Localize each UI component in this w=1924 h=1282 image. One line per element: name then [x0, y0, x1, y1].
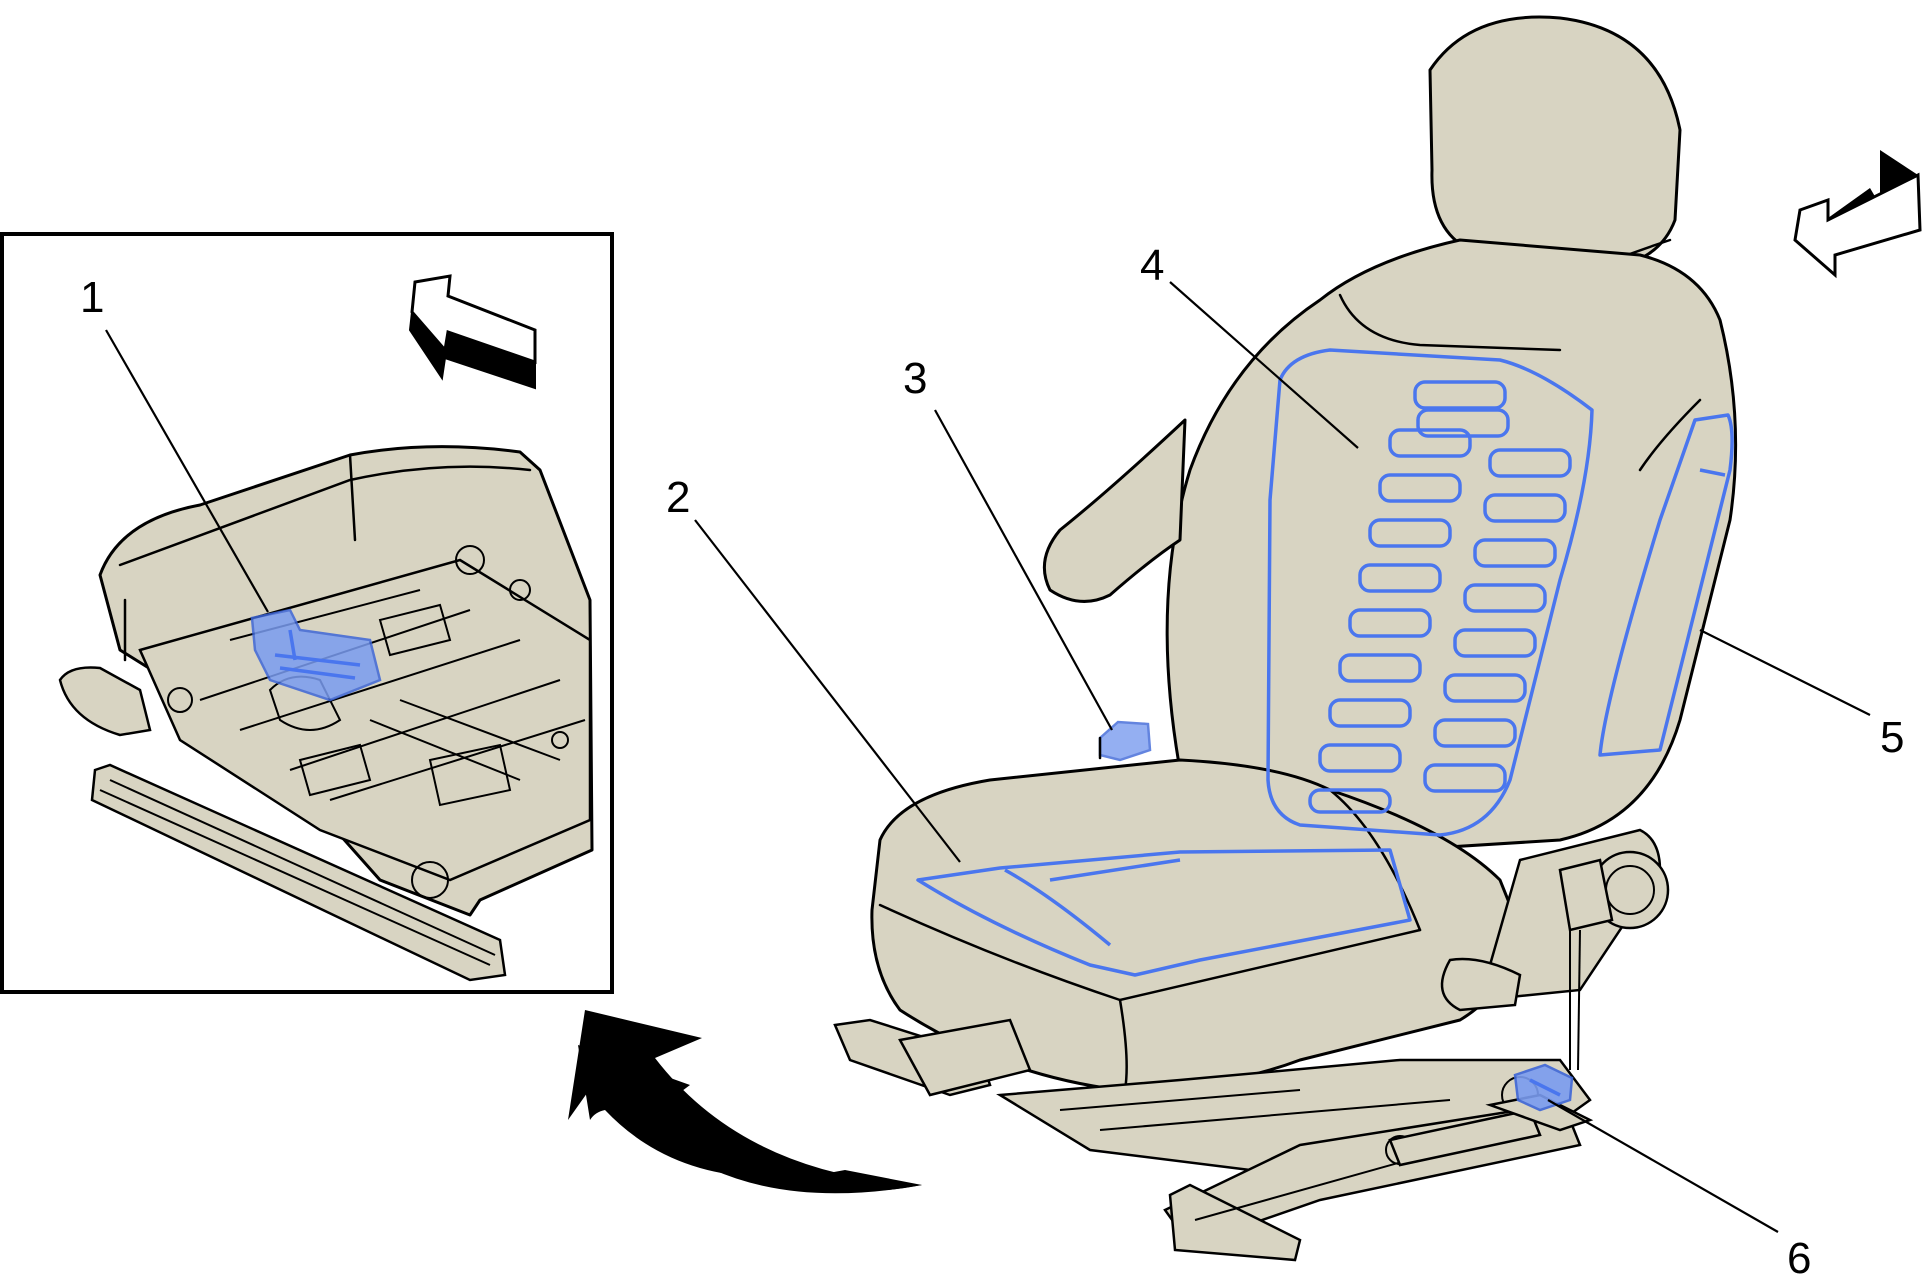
component-2-cushion-sensor — [916, 848, 1412, 977]
callout-6: 6 — [1787, 1234, 1811, 1282]
leader-1 — [105, 329, 269, 613]
headrest — [1428, 15, 1682, 270]
rotation-arrow-icon — [568, 1010, 922, 1194]
leader-6 — [1547, 1099, 1779, 1233]
seatback-side-bolster — [1042, 418, 1187, 603]
leader-2 — [694, 519, 961, 863]
view-direction-arrow-icon — [1793, 150, 1922, 279]
view-direction-arrow-icon — [408, 274, 537, 390]
leader-4 — [1169, 281, 1359, 449]
inset-view: 1 — [0, 232, 614, 994]
seatback — [1165, 238, 1738, 852]
leader-3 — [934, 409, 1113, 731]
mat-grid — [1308, 380, 1572, 814]
callout-1: 1 — [80, 273, 104, 322]
component-5-side-sensor — [1598, 413, 1734, 757]
leader-5 — [1699, 629, 1871, 716]
component-4-seatback-mat — [1266, 348, 1594, 837]
component-6-sensor — [1513, 1063, 1574, 1112]
callout-4: 4 — [1140, 241, 1164, 290]
inset-seat-underside — [58, 445, 594, 982]
callout-5: 5 — [1880, 713, 1904, 762]
seat-frame-rails — [833, 1018, 1594, 1262]
component-3-buckle — [1098, 720, 1152, 762]
seat-side-mechanism — [1440, 828, 1670, 1071]
callout-2: 2 — [666, 473, 690, 522]
callout-3: 3 — [903, 354, 927, 403]
main-seat: 2 3 4 5 6 — [666, 15, 1922, 1282]
component-1-module — [250, 608, 382, 702]
